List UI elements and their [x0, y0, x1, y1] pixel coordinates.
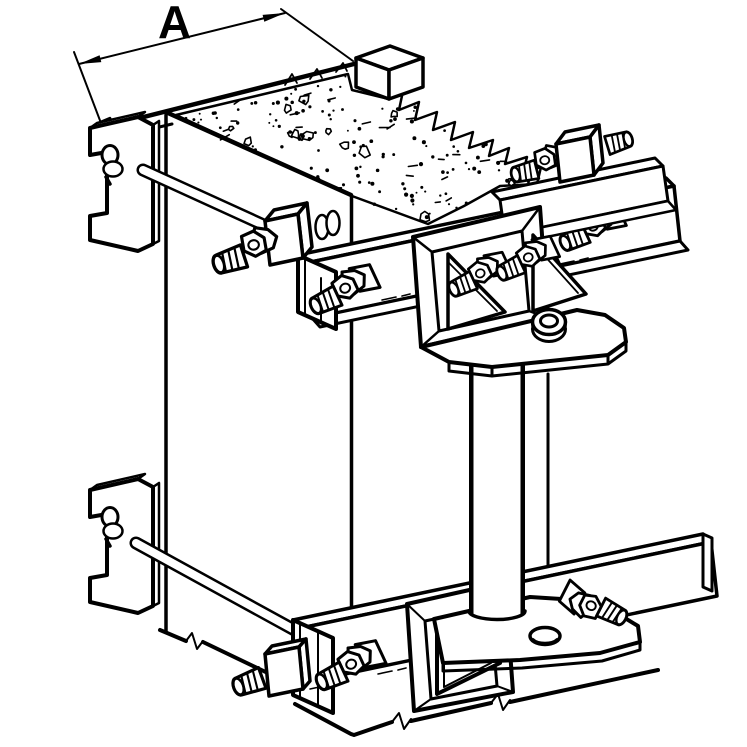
pipe-base-seam — [467, 609, 527, 622]
arrowhead-right — [262, 13, 285, 22]
arrowhead-left — [79, 55, 102, 64]
column-front-top-edge — [165, 110, 354, 198]
upper-left-channel-bracket — [88, 110, 161, 253]
dimension-line — [78, 12, 286, 65]
concrete-column — [96, 44, 550, 690]
column-break-mark — [185, 632, 204, 650]
lower-square-nut — [228, 637, 312, 701]
support-pipe — [467, 352, 527, 622]
upper-gusset-bracket — [411, 205, 628, 378]
plate-hole — [528, 625, 562, 647]
dimension-label: A — [158, 0, 191, 48]
lower-clamp — [88, 472, 719, 737]
dimension-annotation: A — [73, 0, 354, 132]
extension-line-right — [280, 8, 354, 62]
bottom-break-lines — [293, 668, 660, 737]
back-tie-rod-block — [507, 123, 637, 187]
concrete-texture — [184, 75, 530, 223]
board-end-block — [354, 44, 425, 101]
tie-rod-clamp-block — [208, 201, 341, 279]
extension-line-left — [73, 51, 105, 132]
